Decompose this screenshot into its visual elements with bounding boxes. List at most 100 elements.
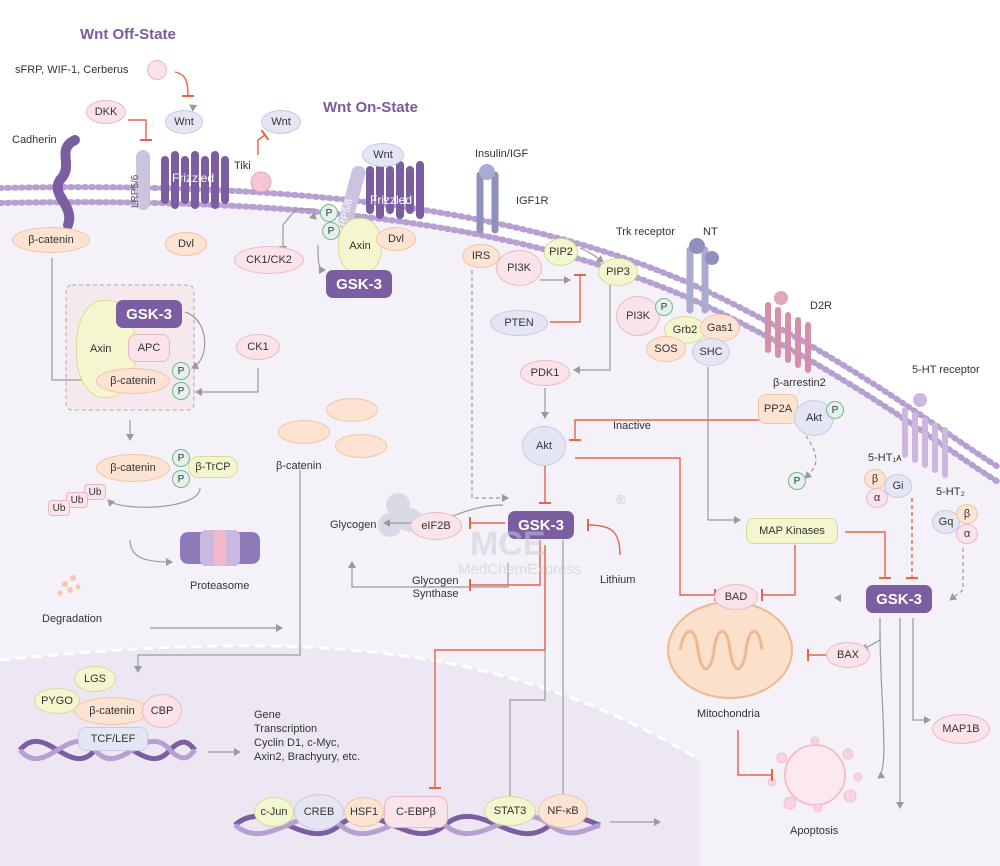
node-beta-catenin-ubiquitinated: β-catenin [96, 454, 170, 482]
phospho-p: P [172, 382, 190, 400]
node-lgs: LGS [74, 666, 116, 692]
node-beta-subunit-gq: β [956, 504, 978, 524]
node-beta-catenin-complex: β-catenin [96, 368, 170, 394]
node-c-ebpb: C-EBPβ [384, 796, 448, 828]
node-alpha-subunit-gq: α [956, 524, 978, 544]
degradation-fragments [57, 575, 81, 596]
node-pi3k-igf: PI3K [496, 250, 542, 286]
label-nt: NT [703, 226, 718, 238]
node-pip2: PIP2 [544, 238, 578, 266]
label-inactive: Inactive [613, 420, 651, 432]
label-sfrp-wif1-cerberus: sFRP, WIF-1, Cerberus [15, 64, 129, 76]
node-pp2a: PP2A [758, 394, 798, 424]
phospho-p: P [655, 298, 673, 316]
text-line: Transcription [254, 723, 318, 735]
beta-catenin-free-pool [278, 420, 330, 444]
text-line: Cyclin D1, c-Myc, [254, 737, 340, 749]
node-pdk1: PDK1 [520, 360, 570, 386]
node-wnt-off: Wnt [165, 110, 203, 134]
node-gsk3-central: GSK-3 [508, 511, 574, 539]
beta-catenin-free-pool [326, 398, 378, 422]
node-bax: BAX [826, 642, 870, 668]
phospho-p: P [172, 470, 190, 488]
node-gsk3-destruction: GSK-3 [116, 300, 182, 328]
node-hsf1: HSF1 [344, 797, 384, 827]
node-gsk3-right: GSK-3 [866, 585, 932, 613]
phospho-p: P [826, 401, 844, 419]
node-irs: IRS [462, 244, 500, 268]
phospho-p: P [320, 204, 338, 222]
text-line: Synthase [412, 588, 459, 600]
text-line: Gene [254, 709, 281, 721]
label-beta-catenin-free: β-catenin [276, 460, 322, 472]
label-frizzled-on: Frizzled [370, 193, 413, 207]
label-frizzled-off: Frizzled [172, 171, 215, 185]
label-insulin-igf: Insulin/IGF [475, 148, 529, 160]
label-cadherin: Cadherin [12, 134, 57, 146]
text-line: Axin2, Brachyury, etc. [254, 751, 361, 763]
label-mitochondria: Mitochondria [697, 708, 760, 720]
title-wnt-off-state: Wnt Off-State [80, 26, 176, 43]
label-5ht-receptor: 5-HT receptor [912, 364, 980, 376]
node-gi: Gi [884, 474, 912, 498]
node-bad: BAD [714, 584, 758, 610]
label-igf1r: IGF1R [516, 195, 549, 207]
node-stat3: STAT3 [484, 796, 536, 826]
node-map-kinases: MAP Kinases [746, 518, 838, 544]
node-tcf-lef: TCF/LEF [78, 727, 148, 751]
node-cbp: CBP [142, 694, 182, 728]
node-nf-kb: NF-κB [538, 794, 588, 828]
watermark-reg: ® [616, 492, 626, 507]
node-btrcp: β-TrCP [188, 456, 238, 478]
ub-tag: Ub [48, 500, 70, 516]
node-ck1-ck2: CK1/CK2 [234, 246, 304, 274]
label-tiki: Tiki [234, 160, 251, 172]
ub-tag: Ub [66, 492, 88, 508]
phospho-p: P [172, 449, 190, 467]
label-beta-arrestin2: β-arrestin2 [773, 377, 826, 389]
node-creb: CREB [294, 794, 344, 830]
node-c-jun: c-Jun [254, 797, 294, 827]
node-pygo: PYGO [34, 688, 80, 714]
node-pten: PTEN [490, 310, 548, 336]
phospho-p: P [172, 362, 190, 380]
title-wnt-on-state: Wnt On-State [323, 99, 418, 116]
node-wnt-tiki: Wnt [261, 110, 301, 134]
label-lithium: Lithium [600, 574, 636, 586]
label-axin: Axin [90, 343, 112, 355]
node-alpha-subunit-gi: α [866, 488, 888, 508]
label-5ht1a: 5-HT₁ᴀ [868, 452, 902, 464]
watermark-sub: MedChemExpress [458, 561, 582, 578]
proteasome-shape [180, 530, 260, 566]
label-degradation: Degradation [42, 613, 102, 625]
label-lrp56-off: LRP5/6 [130, 174, 141, 208]
node-akt: Akt [522, 426, 566, 466]
node-gas1: Gas1 [700, 314, 740, 342]
node-dvl-on: Dvl [376, 227, 416, 251]
node-apc: APC [128, 334, 170, 362]
label-apoptosis: Apoptosis [790, 825, 839, 837]
node-ck1: CK1 [236, 334, 280, 360]
node-sos: SOS [646, 336, 686, 362]
node-shc: SHC [692, 338, 730, 366]
node-pip3: PIP3 [598, 258, 638, 286]
label-glycogen-synthase: Glycogen Synthase [412, 575, 458, 601]
node-dvl-off: Dvl [165, 232, 207, 256]
label-glycogen: Glycogen [330, 519, 377, 531]
node-beta-subunit-gi: β [864, 469, 886, 489]
text-line: Glycogen [412, 575, 459, 587]
node-dkk: DKK [86, 100, 126, 124]
label-gene-transcription: Gene Transcription Cyclin D1, c-Myc, Axi… [254, 708, 360, 764]
node-gsk3-wnt-on: GSK-3 [326, 270, 392, 298]
node-axin-on: Axin [338, 218, 382, 274]
label-d2r: D2R [810, 300, 833, 312]
label-trk-receptor: Trk receptor [616, 226, 675, 238]
watermark-brand: MCE [470, 525, 546, 563]
node-wnt-on: Wnt [362, 143, 404, 167]
node-gq: Gq [932, 510, 960, 534]
node-grb2: Grb2 [664, 316, 706, 344]
beta-catenin-free-pool [335, 434, 387, 458]
node-map1b: MAP1B [932, 714, 990, 744]
